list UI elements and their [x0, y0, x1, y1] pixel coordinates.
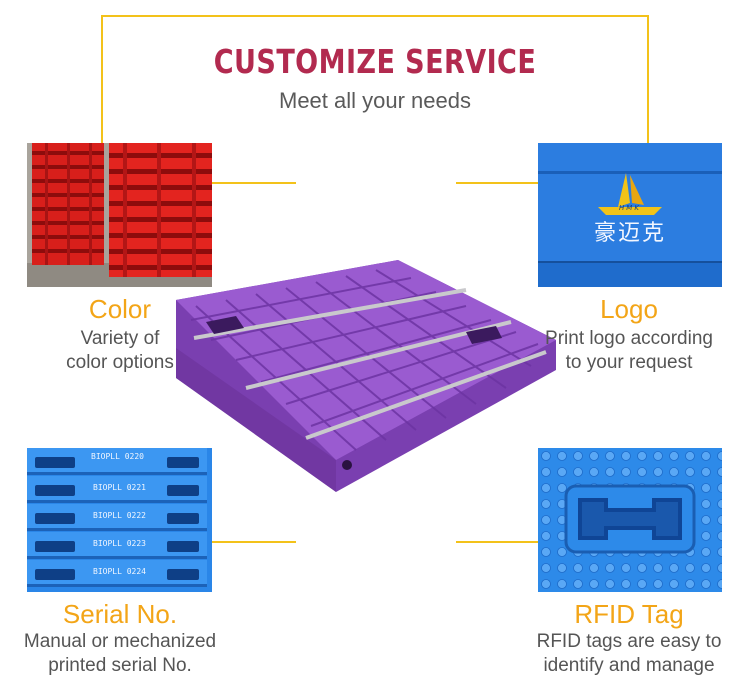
feature-title-logo: Logo: [600, 294, 658, 324]
connector-serial: [212, 541, 296, 543]
logo-photo-brand: HMK: [619, 204, 641, 212]
serial-row: BIOPLL 0222: [27, 504, 207, 531]
feature-desc-rfid-line1: RFID tags are easy to: [536, 631, 722, 652]
serial-slot: [35, 513, 75, 524]
connector-rfid: [456, 541, 538, 543]
serial-row: BIOPLL 0221: [27, 476, 207, 503]
feature-title-serial: Serial No.: [62, 599, 178, 629]
frame-top-line: [101, 15, 649, 17]
feature-desc-serial: Manual or mechanized printed serial No.: [0, 630, 240, 678]
serial-slot: [35, 569, 75, 580]
serial-slot: [35, 485, 75, 496]
feature-desc-logo-line1: Print logo according: [545, 328, 713, 349]
red-pallet-stack-image: [27, 143, 212, 287]
serial-slot: [167, 569, 199, 580]
feature-desc-color-line2: color options: [66, 352, 174, 373]
connector-logo: [456, 182, 538, 184]
serial-code: BIOPLL 0221: [93, 483, 146, 492]
feature-desc-rfid-line2: identify and manage: [543, 655, 715, 676]
logo-photo-text: 豪迈克: [593, 221, 666, 246]
serial-code: BIOPLL 0220: [91, 452, 144, 461]
serial-slot: [167, 513, 199, 524]
serial-photo: BIOPLL 0220 BIOPLL 0221 BIOPLL 0222 BIOP…: [27, 448, 212, 592]
logo-photo: HMK 豪迈克: [538, 143, 722, 287]
feature-desc-logo-line2: to your request: [565, 352, 693, 373]
page-subtitle: Meet all your needs: [279, 88, 471, 113]
frame-left-line: [101, 15, 103, 143]
feature-desc-rfid: RFID tags are easy to identify and manag…: [509, 630, 749, 678]
feature-desc-color: Variety of color options: [0, 327, 240, 375]
serial-code: BIOPLL 0224: [93, 567, 146, 576]
serial-slot: [35, 541, 75, 552]
rfid-photo: [538, 448, 722, 592]
serial-slot: [167, 541, 199, 552]
serial-slot: [167, 485, 199, 496]
serial-row: BIOPLL 0223: [27, 532, 207, 559]
serial-code: BIOPLL 0223: [93, 539, 146, 548]
serial-slot: [167, 457, 199, 468]
connector-color: [212, 182, 296, 184]
feature-desc-logo: Print logo according to your request: [509, 327, 749, 375]
page-title: CUSTOMIZE SERVICE: [213, 42, 537, 81]
feature-desc-color-line1: Variety of: [80, 328, 160, 349]
color-photo: [27, 143, 212, 287]
serial-row: BIOPLL 0220: [27, 448, 207, 475]
feature-title-color: Color: [88, 294, 152, 324]
serial-code: BIOPLL 0222: [93, 511, 146, 520]
rfid-tag-image: [538, 448, 722, 592]
feature-desc-serial-line1: Manual or mechanized: [23, 631, 217, 652]
serial-slot: [35, 457, 75, 468]
serial-row: BIOPLL 0224: [27, 560, 207, 587]
feature-desc-serial-line2: printed serial No.: [48, 655, 192, 676]
feature-title-rfid: RFID Tag: [574, 599, 684, 629]
frame-right-line: [647, 15, 649, 143]
logo-print-image: [538, 143, 722, 287]
purple-pallet-image: [176, 260, 556, 492]
